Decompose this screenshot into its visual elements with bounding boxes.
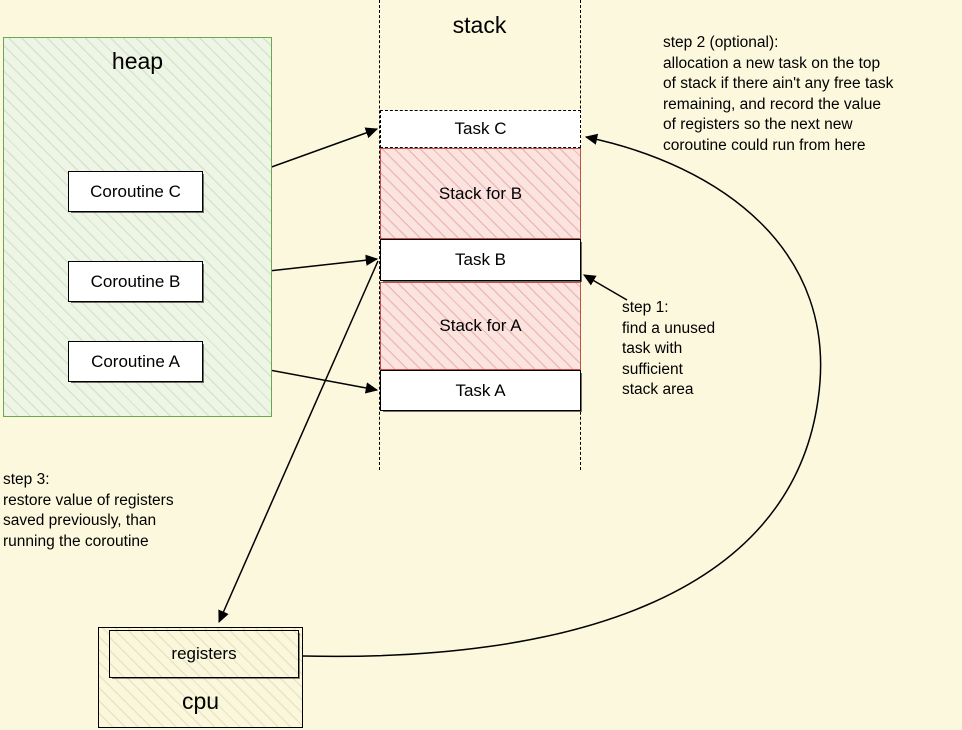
coroutine-c-label: Coroutine C [90, 181, 181, 201]
stack-for-b-label: Stack for B [438, 183, 523, 203]
task-b-cell[interactable]: Task B [380, 239, 581, 281]
stack-for-a-label: Stack for A [439, 316, 522, 335]
step-3-note: step 3: restore value of registers saved… [3, 471, 174, 550]
coroutine-b-box[interactable]: Coroutine B [68, 261, 203, 302]
coroutine-b-label: Coroutine B [90, 271, 181, 291]
coroutine-c-box[interactable]: Coroutine C [68, 171, 203, 212]
stack-boundary-left [379, 0, 380, 470]
registers-box[interactable]: registers [109, 630, 299, 678]
heap-region [3, 37, 272, 417]
coroutine-a-label: Coroutine A [91, 351, 180, 371]
step-1-note: step 1: find a unused task with sufficie… [622, 299, 716, 398]
task-a-label: Task A [455, 380, 506, 400]
coroutine-a-box[interactable]: Coroutine A [68, 341, 203, 382]
task-a-cell[interactable]: Task A [380, 370, 581, 411]
task-b-label: Task B [454, 250, 507, 269]
task-c-cell[interactable]: Task C [380, 110, 581, 148]
registers-label: registers [171, 644, 237, 663]
cpu-label: cpu [181, 688, 220, 714]
heap-label: heap [111, 48, 164, 74]
stack-label: stack [452, 12, 507, 38]
arrow-step1-to-task-b [583, 274, 628, 301]
arrow-registers-to-task-c [302, 133, 822, 658]
step-2-note: step 2 (optional): allocation a new task… [663, 34, 894, 154]
arrow-task-b-to-registers [218, 260, 379, 624]
stack-for-a-cell: Stack for A [380, 282, 581, 370]
stack-for-b-cell: Stack for B [380, 148, 581, 239]
task-c-label: Task C [454, 119, 507, 138]
